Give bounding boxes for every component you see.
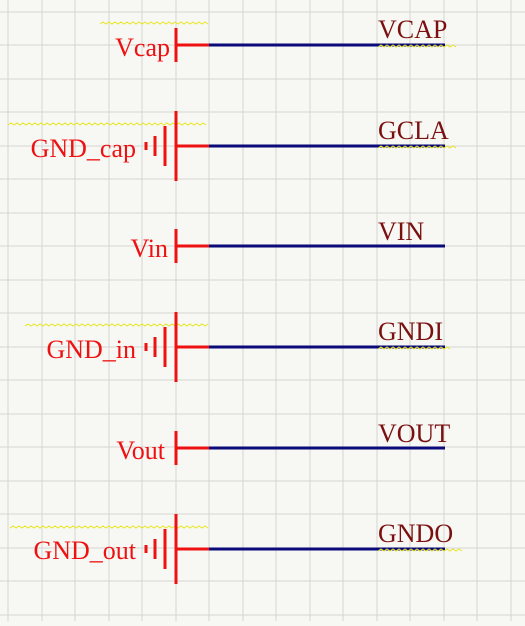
net-label[interactable]: GNDI xyxy=(378,317,443,346)
net-label[interactable]: GCLA xyxy=(378,116,449,145)
net-label-squiggle xyxy=(377,44,457,48)
power-port-symbol[interactable] xyxy=(174,28,209,62)
port-label: GND_in xyxy=(46,335,136,364)
ground-port-symbol[interactable] xyxy=(144,111,209,181)
label-squiggle xyxy=(7,122,207,126)
net-label[interactable]: VOUT xyxy=(378,419,450,448)
net-label-squiggle xyxy=(377,346,451,350)
label-squiggle xyxy=(24,323,209,327)
net-label-squiggle xyxy=(377,145,457,149)
port-label: Vin xyxy=(131,234,168,263)
net-label[interactable]: VIN xyxy=(378,217,424,246)
port-row-gnd-out: GND_out GNDO xyxy=(9,514,463,584)
port-label: GND_out xyxy=(33,536,136,565)
port-label: GND_cap xyxy=(31,134,136,163)
port-row-vcap: Vcap VCAP xyxy=(99,15,457,62)
port-row-vin: Vin VIN xyxy=(131,217,445,263)
port-row-gnd-cap: GND_cap GCLA xyxy=(7,111,457,181)
ground-port-symbol[interactable] xyxy=(144,312,209,382)
port-label: Vout xyxy=(116,436,165,465)
port-row-vout: Vout VOUT xyxy=(116,419,450,465)
net-label[interactable]: GNDO xyxy=(378,519,453,548)
net-label-squiggle xyxy=(377,548,463,552)
ground-port-symbol[interactable] xyxy=(144,514,209,584)
power-port-symbol[interactable] xyxy=(174,431,209,465)
port-label: Vcap xyxy=(115,33,170,62)
net-label[interactable]: VCAP xyxy=(378,15,447,44)
label-squiggle xyxy=(99,21,209,25)
power-port-symbol[interactable] xyxy=(174,229,209,263)
port-row-gnd-in: GND_in GNDI xyxy=(24,312,451,382)
